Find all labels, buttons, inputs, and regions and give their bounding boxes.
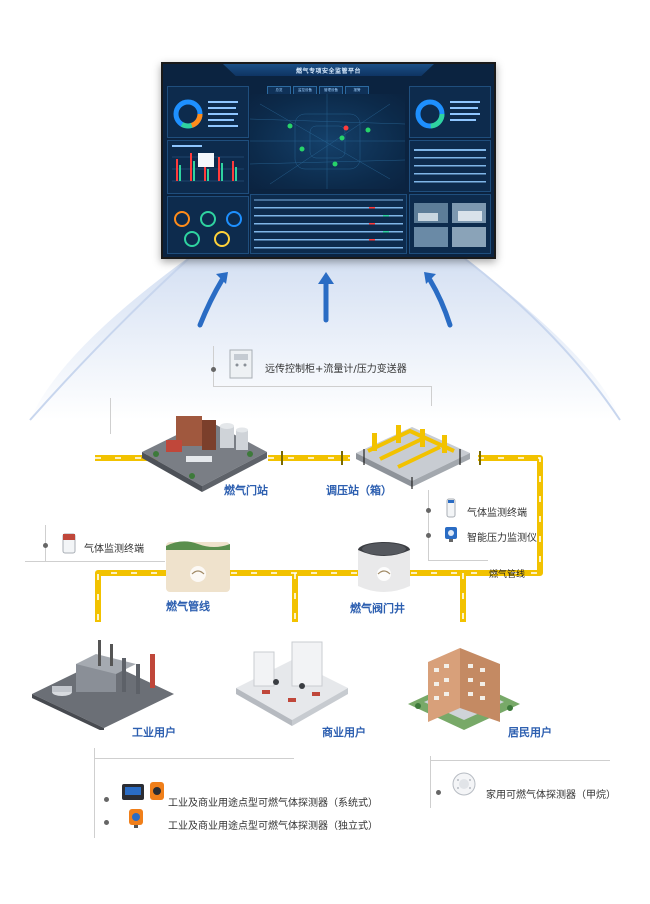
video-thumbnails xyxy=(414,203,486,247)
gauge-icons xyxy=(174,211,242,247)
right-device-2-label: 智能压力监测仪 xyxy=(467,533,537,544)
connector-line xyxy=(25,561,165,562)
donut-chart-icon xyxy=(173,99,238,129)
upward-arrows xyxy=(197,272,453,328)
monitoring-screen: 燃气专项安全监管平台 总览 监控设备 管理设备 报警 xyxy=(161,62,496,259)
pressure-monitor-icon xyxy=(445,527,457,542)
upward-glow xyxy=(29,251,621,421)
platform-title: 燃气专项安全监管平台 xyxy=(295,68,361,75)
connector-line xyxy=(428,490,429,560)
connector-line xyxy=(213,346,214,386)
bar-chart-icon xyxy=(172,145,244,182)
gate-station-image xyxy=(142,416,267,492)
regulator-station-label: 调压站（箱） xyxy=(326,484,392,497)
household-detector-icon xyxy=(452,772,476,796)
valve-well-label: 燃气阀门井 xyxy=(350,602,405,615)
pipeline-tag: 燃气管线 xyxy=(489,570,526,580)
left-device-label: 气体监测终端 xyxy=(84,544,144,555)
standalone-detector-icon xyxy=(129,809,143,828)
connector-line xyxy=(94,748,95,838)
alarm-table xyxy=(250,194,407,254)
control-cabinet-icon xyxy=(229,349,253,379)
map-roads xyxy=(249,94,406,189)
industrial-user-image xyxy=(32,640,174,730)
top-device-label: 远传控制柜+流量计/压力变送器 xyxy=(265,364,407,375)
gas-terminal-icon xyxy=(446,498,456,518)
bullet-icon xyxy=(426,508,431,513)
bullet-icon xyxy=(436,790,441,795)
bullet-icon xyxy=(104,797,109,802)
map-marker-icons xyxy=(287,123,371,167)
right-panel-top xyxy=(409,86,491,138)
gas-terminal-icon xyxy=(62,533,76,554)
gate-station-label: 燃气门站 xyxy=(224,484,268,497)
right-panel-video xyxy=(409,194,491,254)
system-detector-label: 工业及商业用途点型可燃气体探测器（系统式） xyxy=(168,798,378,809)
standalone-detector-label: 工业及商业用途点型可燃气体探测器（独立式） xyxy=(168,821,378,832)
bullet-icon xyxy=(104,820,109,825)
connector-line xyxy=(110,398,111,434)
residential-user-image xyxy=(408,648,520,730)
household-detector-label: 家用可燃气体探测器（甲烷） xyxy=(486,790,616,801)
regulator-station-image xyxy=(356,425,470,489)
valve-well-image xyxy=(358,542,410,592)
left-panel-bottom xyxy=(167,196,249,254)
bullet-icon xyxy=(211,367,216,372)
left-panel-top xyxy=(167,86,249,138)
connector-line xyxy=(213,386,431,387)
left-panel-middle xyxy=(167,140,249,194)
connector-line xyxy=(428,560,488,561)
system-detector-icon xyxy=(122,782,164,800)
right-panel-middle xyxy=(409,140,491,192)
city-map[interactable] xyxy=(249,94,406,189)
residential-user-label: 居民用户 xyxy=(508,726,552,739)
alarm-marker-icon xyxy=(343,125,349,131)
connector-line xyxy=(94,758,294,759)
arrow-left-icon xyxy=(197,277,225,328)
right-device-1-label: 气体监测终端 xyxy=(467,508,527,519)
commercial-user-image xyxy=(236,641,348,726)
bullet-icon xyxy=(426,533,431,538)
connector-line xyxy=(431,386,432,406)
pipeline-label: 燃气管线 xyxy=(166,600,210,613)
donut-chart-right-icon xyxy=(415,99,480,129)
bullet-icon xyxy=(43,543,48,548)
connector-line xyxy=(430,756,431,808)
pipeline-segment-image xyxy=(166,541,230,592)
connector-line xyxy=(430,760,610,761)
industrial-user-label: 工业用户 xyxy=(132,726,176,739)
arrow-right-icon xyxy=(427,277,453,328)
commercial-user-label: 商业用户 xyxy=(322,726,366,739)
